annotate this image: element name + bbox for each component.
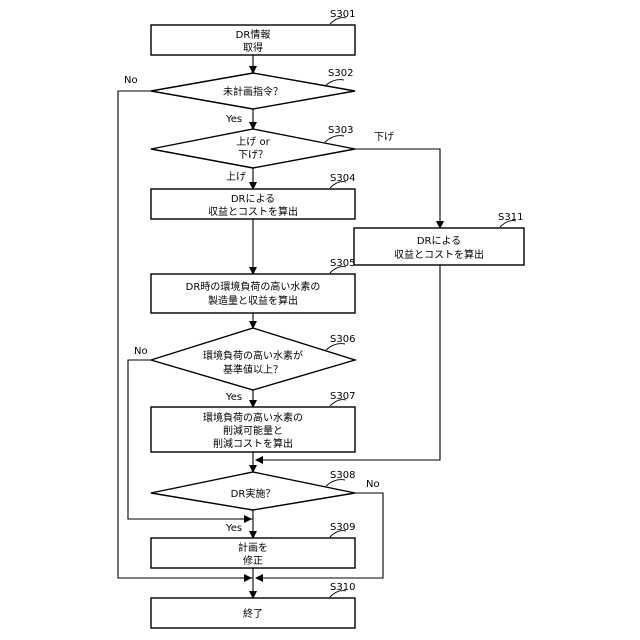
step-label: S301 <box>330 9 355 20</box>
node-text: DR時の環境負荷の高い水素の <box>186 280 321 293</box>
node-text: 未計画指令？ <box>223 85 283 98</box>
node-text: DR実施？ <box>231 487 276 500</box>
branch-yes-label: Yes <box>225 392 242 403</box>
node-text: DRによる <box>417 235 461 247</box>
step-leader <box>325 80 344 86</box>
node-text: 環境負荷の高い水素の <box>203 411 303 424</box>
step-label: S302 <box>328 68 353 79</box>
node-text: 計画を <box>238 541 268 554</box>
step-leader <box>325 136 344 142</box>
decision-diamond <box>151 129 355 168</box>
node-s301: DR情報 取得 S301 <box>151 9 355 55</box>
branch-no-label: No <box>134 346 148 357</box>
arrow-s303-s311 <box>355 149 440 228</box>
node-text: 製造量と収益を算出 <box>208 294 298 307</box>
step-label: S303 <box>328 125 353 136</box>
node-text: 収益とコストを算出 <box>394 248 484 261</box>
process-box <box>151 274 355 313</box>
node-text: 修正 <box>243 554 263 567</box>
step-label: S306 <box>330 334 355 345</box>
step-label: S309 <box>330 522 355 533</box>
step-label: S307 <box>330 391 355 402</box>
branch-no-label: No <box>124 75 138 86</box>
node-text: 削減コストを算出 <box>213 437 293 450</box>
branch-no-label: No <box>366 479 380 490</box>
branch-up-label: 上げ <box>226 171 246 183</box>
node-s311: DRによる 収益とコストを算出 S311 <box>354 212 524 265</box>
step-label: S308 <box>330 470 355 481</box>
node-text: 取得 <box>243 42 263 54</box>
node-text: 下げ？ <box>238 149 268 161</box>
node-text: 収益とコストを算出 <box>208 205 298 218</box>
node-text: 環境負荷の高い水素が <box>203 349 303 362</box>
step-label: S304 <box>330 173 355 184</box>
branch-yes-label: Yes <box>225 114 242 125</box>
node-text: DRによる <box>231 193 275 205</box>
node-text: 基準値以上？ <box>223 363 283 376</box>
step-label: S310 <box>330 582 355 593</box>
step-label: S311 <box>498 212 523 223</box>
node-text: DR情報 <box>236 28 271 41</box>
step-label: S305 <box>330 258 355 269</box>
node-s302: 未計画指令？ S302 No Yes <box>124 68 355 125</box>
node-text: 削減可能量と <box>223 424 283 437</box>
branch-down-label: 下げ <box>374 131 394 143</box>
node-text: 終了 <box>243 607 263 620</box>
node-s306: 環境負荷の高い水素が 基準値以上？ S306 No Yes <box>134 328 355 403</box>
branch-yes-label: Yes <box>225 523 242 534</box>
node-s303: 上げ or 下げ？ S303 下げ 上げ <box>151 125 394 183</box>
node-text: 上げ or <box>236 136 270 148</box>
